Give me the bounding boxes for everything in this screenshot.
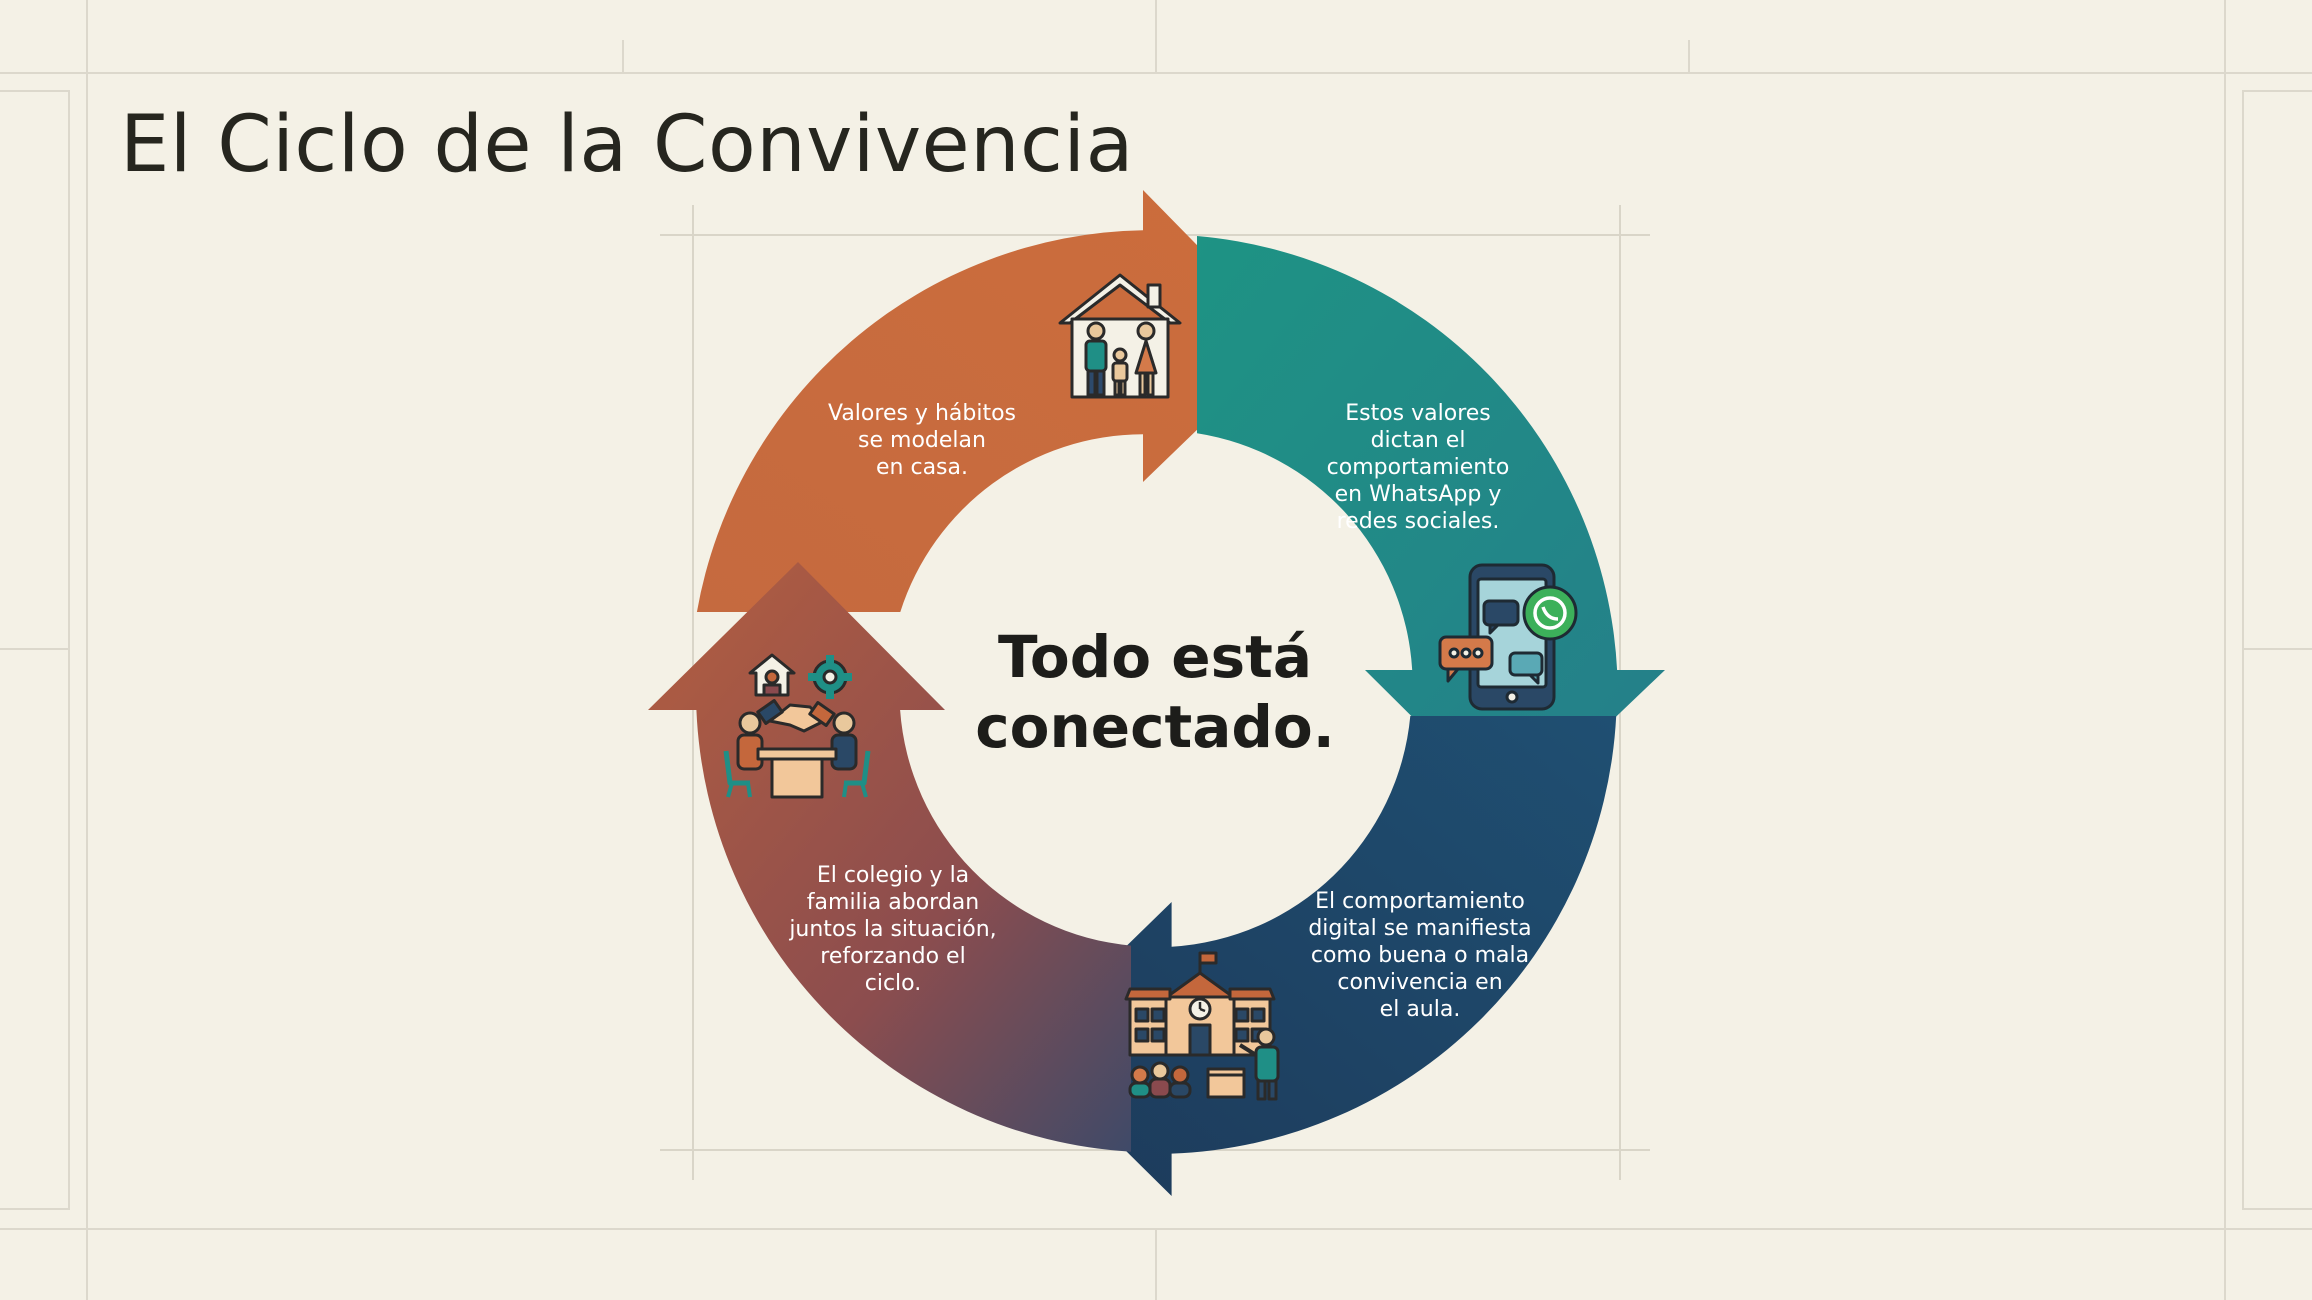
- segment-text-line: Estos valores: [1345, 401, 1491, 426]
- segment-text-line: como buena o mala: [1311, 943, 1529, 968]
- segment-text-line: El colegio y la: [817, 863, 969, 888]
- segment-text-line: comportamiento: [1327, 455, 1510, 480]
- segment-text-line: redes sociales.: [1337, 509, 1500, 534]
- guide-line: [2244, 648, 2312, 650]
- guide-line: [0, 1208, 68, 1210]
- segment-school-text: El comportamiento digital se manifiesta …: [1308, 889, 1531, 1022]
- segment-text-line: ciclo.: [865, 971, 921, 996]
- page-title: El Ciclo de la Convivencia: [120, 100, 1134, 190]
- guide-line: [2244, 1208, 2312, 1210]
- guide-line: [0, 90, 68, 92]
- segment-text-line: El comportamiento: [1315, 889, 1525, 914]
- guide-line: [1155, 0, 1157, 72]
- meeting-handshake-icon: [723, 653, 871, 799]
- segment-home-text: Valores y hábitos se modelan en casa.: [828, 401, 1016, 480]
- guide-line: [2224, 0, 2226, 1300]
- guide-line: [622, 40, 624, 72]
- segment-text-line: el aula.: [1380, 997, 1461, 1022]
- guide-line: [2242, 90, 2244, 1210]
- guide-line: [68, 90, 70, 1210]
- segment-digital-text: Estos valores dictan el comportamiento e…: [1327, 401, 1510, 534]
- segment-school-arrow: [1022, 716, 1617, 1196]
- segment-text-line: reforzando el: [820, 944, 965, 969]
- center-text-line2: conectado.: [975, 693, 1335, 761]
- segment-text-line: digital se manifiesta: [1308, 916, 1531, 941]
- segment-text-line: Valores y hábitos: [828, 401, 1016, 426]
- segment-text-line: dictan el: [1371, 428, 1466, 453]
- guide-line: [0, 72, 2312, 74]
- segment-text-line: familia abordan: [807, 890, 979, 915]
- guide-line: [1155, 1228, 1157, 1300]
- segment-text-line: juntos la situación,: [788, 917, 996, 942]
- center-text-line1: Todo está: [998, 623, 1312, 691]
- guide-line: [2244, 90, 2312, 92]
- guide-line: [86, 0, 88, 1300]
- guide-line: [1688, 40, 1690, 72]
- guide-line: [0, 648, 68, 650]
- segment-together-text: El colegio y la familia abordan juntos l…: [788, 863, 996, 996]
- family-home-icon: [1058, 273, 1182, 399]
- segment-text-line: convivencia en: [1337, 970, 1502, 995]
- smartphone-chat-icon: [1438, 563, 1578, 711]
- segment-text-line: en casa.: [876, 455, 968, 480]
- segment-text-line: se modelan: [858, 428, 986, 453]
- segment-text-line: en WhatsApp y: [1335, 482, 1502, 507]
- school-classroom-icon: [1124, 951, 1280, 1101]
